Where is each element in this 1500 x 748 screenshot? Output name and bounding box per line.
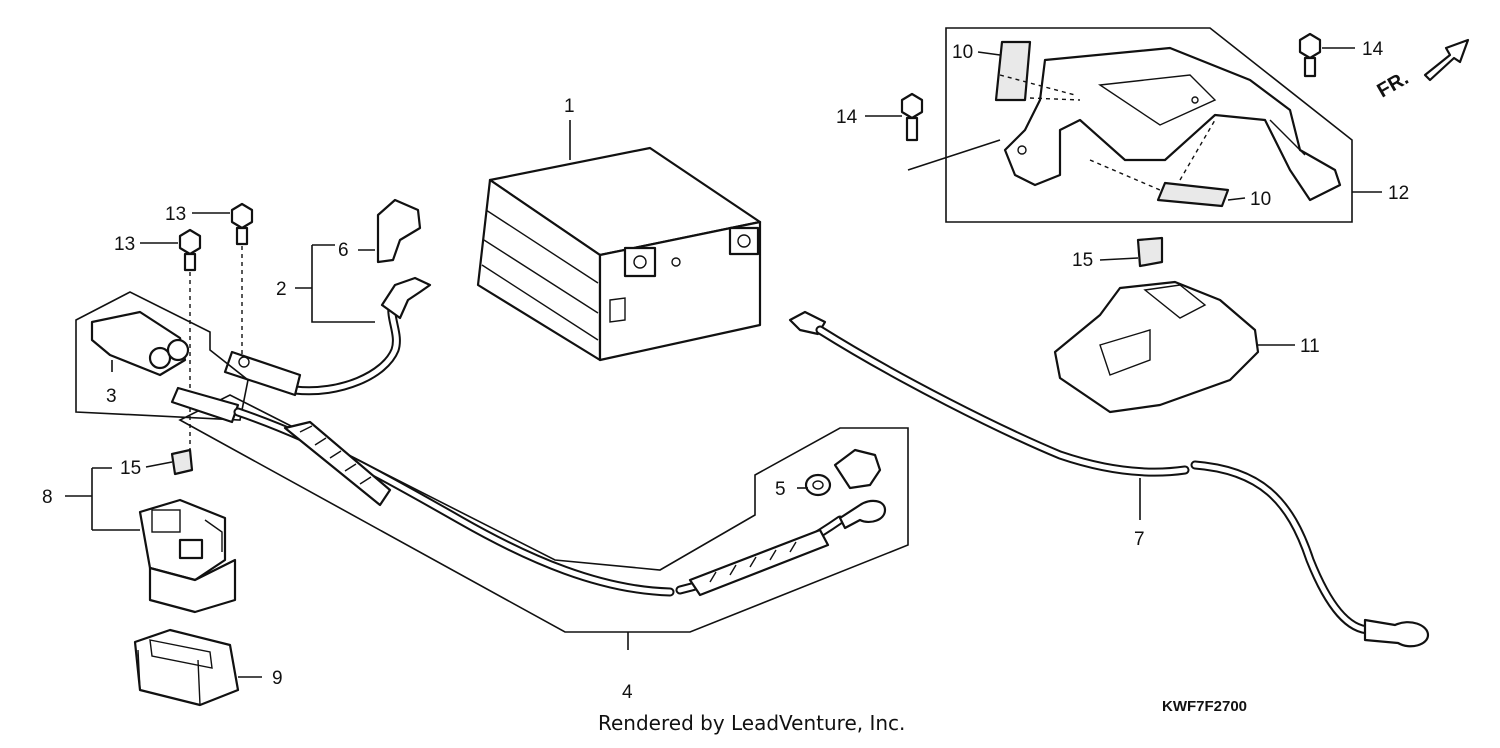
positive-cable-terminal (380, 276, 432, 320)
terminal-bolt-left (178, 228, 202, 272)
battery (476, 146, 762, 362)
terminal-bolt-right (230, 202, 254, 246)
flange-bolt-left (900, 92, 924, 142)
front-direction-label: FR. (1374, 67, 1413, 102)
callout-8: 8 (42, 487, 53, 508)
footer-credit: Rendered by LeadVenture, Inc. (598, 711, 905, 735)
callout-14-left: 14 (836, 107, 858, 128)
starter-cable-ring (838, 499, 887, 530)
front-direction-arrow (1423, 38, 1470, 82)
flange-bolt-upper (1298, 32, 1322, 78)
starter-relay (138, 498, 237, 614)
starter-cable-boot (283, 420, 392, 507)
callout-15-left: 15 (120, 458, 141, 479)
callout-5: 5 (775, 479, 786, 500)
callout-9: 9 (272, 668, 283, 689)
callout-15-right: 15 (1072, 250, 1093, 271)
callout-10-lower: 10 (1250, 189, 1271, 210)
callout-13-upper: 13 (165, 204, 186, 225)
battery-bracket (1003, 46, 1342, 202)
callout-12: 12 (1388, 183, 1409, 204)
relay-fuse (170, 448, 194, 476)
starter-cable-frame (75, 291, 249, 421)
fuse-box-fuse (1136, 236, 1164, 268)
starter-terminal-cover (90, 310, 190, 377)
callout-2: 2 (276, 279, 287, 300)
callout-7: 7 (1134, 529, 1145, 550)
positive-cable (290, 300, 401, 396)
callout-11: 11 (1300, 336, 1320, 357)
cushion-pad-lower (1156, 181, 1230, 208)
callout-13-lower: 13 (114, 234, 135, 255)
cushion-pad-upper (994, 40, 1032, 102)
callout-4: 4 (622, 682, 633, 703)
bracket-assembly-frame (945, 27, 1353, 223)
cable-cap (804, 448, 882, 497)
callout-1: 1 (564, 96, 575, 117)
callout-10-upper: 10 (952, 42, 973, 63)
terminal-cap (376, 198, 422, 264)
fuse-box (1053, 280, 1260, 414)
callout-6: 6 (338, 240, 349, 261)
callout-3: 3 (106, 386, 117, 407)
callout-14-right: 14 (1362, 39, 1384, 60)
diagram-code: KWF7F2700 (1162, 698, 1247, 715)
negative-cable-ring (1363, 618, 1430, 648)
positive-cable-lug (223, 350, 302, 397)
starter-cable-assembly-frame (178, 394, 909, 633)
starter-cable-lug (170, 386, 240, 424)
relay-cover (133, 628, 240, 707)
